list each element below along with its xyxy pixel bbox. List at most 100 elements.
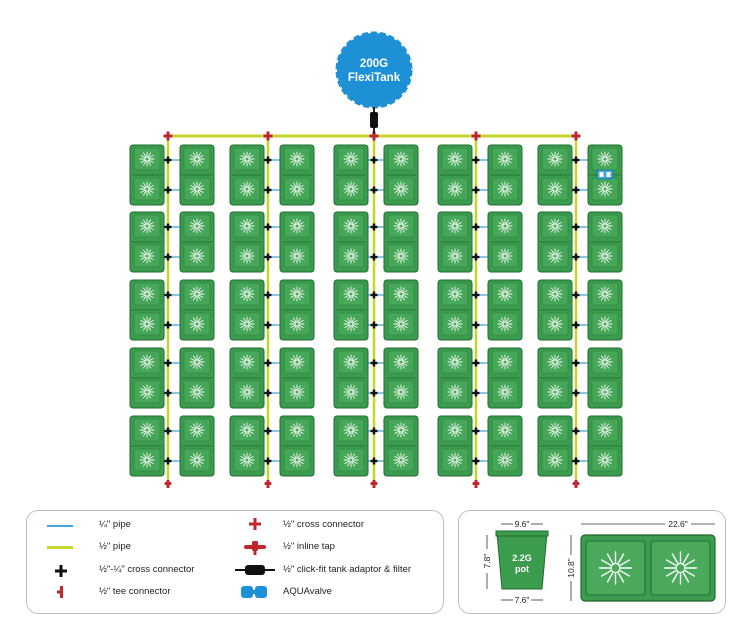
cross-connector-small [264,389,272,397]
flower-icon [289,316,305,332]
legend-label: ½" cross connector [283,519,364,530]
flower-icon [497,422,513,438]
cross-connector-small [572,223,580,231]
flower-icon [393,354,409,370]
cross-connector-red [369,131,379,141]
cross-connector-small [370,186,378,194]
flower-icon [189,248,205,264]
flower-icon [393,286,409,302]
inline-tap [472,480,480,488]
grow-tray [383,279,419,341]
flower-icon [289,248,305,264]
flower-icon [139,151,155,167]
flower-icon [547,151,563,167]
flower-icon [447,452,463,468]
flower-icon [139,316,155,332]
grow-tray [279,144,315,206]
aquavalve-icon [241,586,267,598]
cross-connector-small [572,427,580,435]
flower-icon [393,218,409,234]
flower-icon [343,286,359,302]
flower-icon [447,218,463,234]
grow-tray [179,144,215,206]
flower-icon [239,316,255,332]
flower-icon [393,422,409,438]
grow-tray [129,347,165,409]
grow-tray [437,144,473,206]
flower-icon [447,316,463,332]
flower-icon [189,422,205,438]
flower-icon [497,384,513,400]
cross-connector-small [164,223,172,231]
flower-icon [393,181,409,197]
grow-tray [129,144,165,206]
grow-tray [587,211,623,273]
cross-connector-small [164,156,172,164]
flower-icon [447,422,463,438]
cross-connector-small [164,253,172,261]
flower-icon [597,218,613,234]
flower-icon [239,354,255,370]
flower-icon [547,354,563,370]
flower-icon [547,384,563,400]
cross-connector-small [264,359,272,367]
cross-connector-small [370,389,378,397]
cross-connector-small [370,253,378,261]
flower-icon [497,181,513,197]
cross-connector-small [472,223,480,231]
flower-icon [343,452,359,468]
cross-connector-small [572,253,580,261]
grow-tray [229,144,265,206]
flower-icon [289,384,305,400]
cross-connector-small [370,427,378,435]
cross-connector-small [572,359,580,367]
flower-icon [497,286,513,302]
grow-tray [279,415,315,477]
cross-connector-small [164,457,172,465]
cross-connector-small [164,427,172,435]
grow-tray [383,211,419,273]
flower-icon [547,181,563,197]
grow-tray [229,347,265,409]
flower-icon [239,422,255,438]
flower-icon [343,384,359,400]
flower-icon [547,422,563,438]
legend-label: AQUAvalve [283,586,332,597]
flower-icon [189,384,205,400]
flower-icon [289,181,305,197]
flower-icon [393,248,409,264]
flower-icon [239,248,255,264]
pot-capacity-label: 2.2G [512,553,532,563]
cross-connector-small [264,223,272,231]
flower-icon [597,384,613,400]
grow-tray [333,415,369,477]
flower-icon [547,248,563,264]
tray-width-dimension: 22.6" [668,519,688,529]
flower-icon [239,181,255,197]
flower-icon [139,422,155,438]
flower-icon [289,422,305,438]
grow-tray [279,211,315,273]
grow-tray [487,279,523,341]
grow-tray [229,211,265,273]
flexitank: 200G FlexiTank [335,31,413,109]
grow-tray [129,415,165,477]
flower-icon [597,248,613,264]
cross-connector-small [370,291,378,299]
flower-icon [343,354,359,370]
flower-icon [393,316,409,332]
cross-connector-small [264,291,272,299]
flower-icon [189,452,205,468]
flower-icon [393,452,409,468]
cross-connector-small [164,389,172,397]
flower-icon [289,286,305,302]
legend-label: ½" inline tap [283,541,335,552]
flower-icon [447,286,463,302]
cross-connector-red-icon [249,518,261,530]
flower-icon [289,218,305,234]
flower-icon [343,316,359,332]
cross-connector-small-icon [55,565,67,577]
flower-icon [497,452,513,468]
flower-icon [597,316,613,332]
cross-connector-small [264,156,272,164]
